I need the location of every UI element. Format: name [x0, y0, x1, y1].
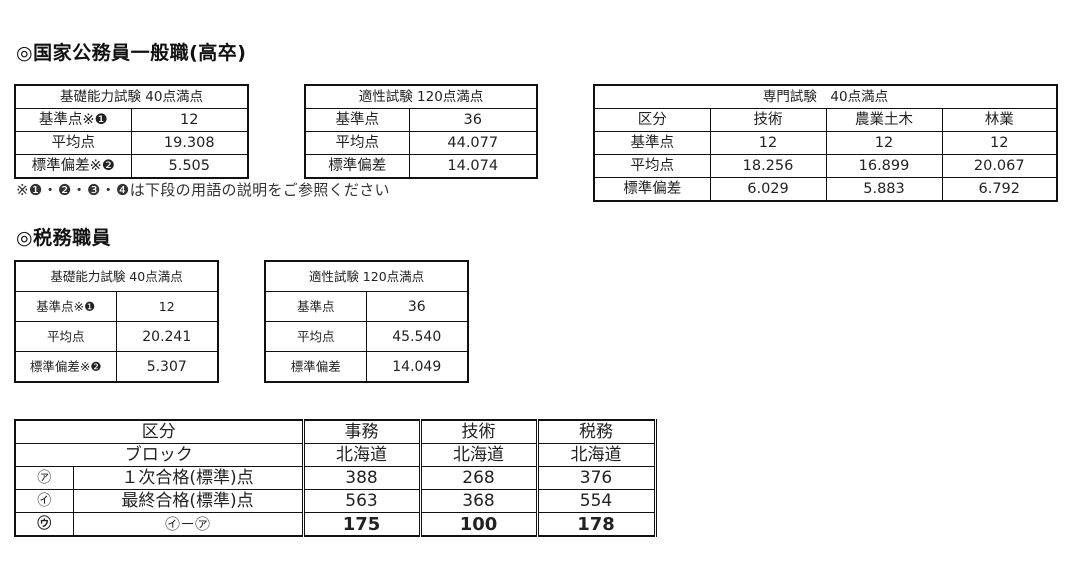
cell: 554: [536, 489, 657, 513]
table-title: 適性試験 120点満点: [304, 84, 538, 109]
row-mark: ㋐: [14, 466, 74, 490]
row-label: 平均点: [304, 131, 410, 155]
cell: 6.029: [709, 177, 827, 202]
row-value: 44.077: [408, 131, 538, 155]
block-value: 北海道: [536, 443, 657, 467]
table-row: 平均点 44.077: [304, 131, 538, 155]
general-basic-ability-table: 基礎能力試験 40点満点 基準点※❶ 12 平均点 19.308 標準偏差※❷ …: [14, 84, 250, 179]
row-label: 平均点: [593, 154, 711, 178]
table-row: 平均点 19.308: [14, 131, 249, 155]
cell: 12: [941, 131, 1058, 155]
row-value: 14.074: [408, 154, 538, 179]
row-label: ㋑－㋐: [72, 512, 305, 537]
table-row: ㋒ ㋑－㋐ 175 100 178: [14, 512, 657, 537]
cell: 12: [825, 131, 943, 155]
block-value: 北海道: [302, 443, 422, 467]
row-label: １次合格(標準)点: [72, 466, 305, 490]
cell: 376: [536, 466, 657, 490]
row-value: 12: [115, 291, 219, 322]
row-label: 平均点: [14, 131, 132, 155]
row-value: 12: [130, 108, 249, 132]
row-value: 36: [408, 108, 538, 132]
row-mark: ㋒: [14, 512, 74, 537]
table-title: 基礎能力試験 40点満点: [14, 84, 249, 109]
row-value: 5.505: [130, 154, 249, 179]
cell: 16.899: [825, 154, 943, 178]
section-heading-tax: ◎税務職員: [16, 227, 112, 249]
row-value: 5.307: [115, 351, 219, 383]
column-header: 税務: [536, 419, 657, 444]
cell: 563: [302, 489, 422, 513]
reference-note: ※❶・❷・❸・❹は下段の用語の説明をご参照ください: [16, 181, 390, 199]
row-label: 平均点: [264, 321, 367, 352]
column-header: 技術: [419, 419, 539, 444]
row-label: 標準偏差※❷: [14, 154, 132, 179]
column-header: 区分: [593, 108, 711, 132]
column-header: 技術: [709, 108, 827, 132]
cell: 178: [536, 512, 657, 537]
row-label: 基準点※❶: [14, 108, 132, 132]
cell: 268: [419, 466, 539, 490]
general-aptitude-table: 適性試験 120点満点 基準点 36 平均点 44.077 標準偏差 14.07…: [304, 84, 538, 179]
table-row: 平均点 18.256 16.899 20.067: [593, 154, 1058, 178]
table-row: 標準偏差 14.074: [304, 154, 538, 179]
column-header: 農業土木: [825, 108, 943, 132]
table-row: 標準偏差 6.029 5.883 6.792: [593, 177, 1058, 202]
table-header-row: 区分 技術 農業土木 林業: [593, 108, 1058, 132]
row-label: 基準点※❶: [14, 291, 117, 322]
row-value: 14.049: [365, 351, 469, 383]
tax-basic-ability-table: 基礎能力試験 40点満点 基準点※❶ 12 平均点 20.241 標準偏差※❷ …: [14, 260, 220, 383]
general-specialty-table: 専門試験 40点満点 区分 技術 農業土木 林業 基準点 12 12 12 平均…: [593, 84, 1058, 202]
block-value: 北海道: [419, 443, 539, 467]
cell: 100: [419, 512, 539, 537]
column-header: 林業: [941, 108, 1058, 132]
table-row: 基準点※❶ 12: [14, 108, 249, 132]
table-row: ㋑ 最終合格(標準)点 563 368 554: [14, 489, 657, 513]
cell: 6.792: [941, 177, 1058, 202]
table-title: 基礎能力試験 40点満点: [14, 260, 219, 292]
row-value: 19.308: [130, 131, 249, 155]
row-mark: ㋑: [14, 489, 74, 513]
table-title: 専門試験 40点満点: [593, 84, 1058, 109]
table-row: 標準偏差※❷ 5.505: [14, 154, 249, 179]
cell: 12: [709, 131, 827, 155]
tax-aptitude-table: 適性試験 120点満点 基準点 36 平均点 45.540 標準偏差 14.04…: [264, 260, 469, 383]
column-header: 事務: [302, 419, 422, 444]
table-row: 基準点※❶ 12: [14, 291, 219, 322]
cell: 175: [302, 512, 422, 537]
cell: 388: [302, 466, 422, 490]
row-label: 基準点: [593, 131, 711, 155]
table-row: 平均点 45.540: [264, 321, 469, 352]
table-row: 標準偏差※❷ 5.307: [14, 351, 219, 383]
column-header: 区分: [14, 419, 305, 444]
table-row: ㋐ １次合格(標準)点 388 268 376: [14, 466, 657, 490]
row-label: 標準偏差: [264, 351, 367, 383]
row-value: 36: [365, 291, 469, 322]
cell: 20.067: [941, 154, 1058, 178]
row-value: 20.241: [115, 321, 219, 352]
row-label: 標準偏差: [593, 177, 711, 202]
row-label: 基準点: [304, 108, 410, 132]
block-label: ブロック: [14, 443, 305, 467]
table-header-row: ブロック 北海道 北海道 北海道: [14, 443, 657, 467]
cell: 368: [419, 489, 539, 513]
table-row: 基準点 36: [264, 291, 469, 322]
row-label: 最終合格(標準)点: [72, 489, 305, 513]
row-label: 平均点: [14, 321, 117, 352]
section-heading-general: ◎国家公務員一般職(高卒): [16, 42, 247, 64]
row-label: 標準偏差※❷: [14, 351, 117, 383]
cell: 5.883: [825, 177, 943, 202]
row-value: 45.540: [365, 321, 469, 352]
row-label: 基準点: [264, 291, 367, 322]
table-row: 平均点 20.241: [14, 321, 219, 352]
table-row: 基準点 36: [304, 108, 538, 132]
pass-mark-table: 区分 事務 技術 税務 ブロック 北海道 北海道 北海道 ㋐ １次合格(標準)点…: [14, 419, 657, 537]
cell: 18.256: [709, 154, 827, 178]
table-title: 適性試験 120点満点: [264, 260, 469, 292]
table-header-row: 区分 事務 技術 税務: [14, 419, 657, 444]
table-row: 標準偏差 14.049: [264, 351, 469, 383]
table-row: 基準点 12 12 12: [593, 131, 1058, 155]
row-label: 標準偏差: [304, 154, 410, 179]
